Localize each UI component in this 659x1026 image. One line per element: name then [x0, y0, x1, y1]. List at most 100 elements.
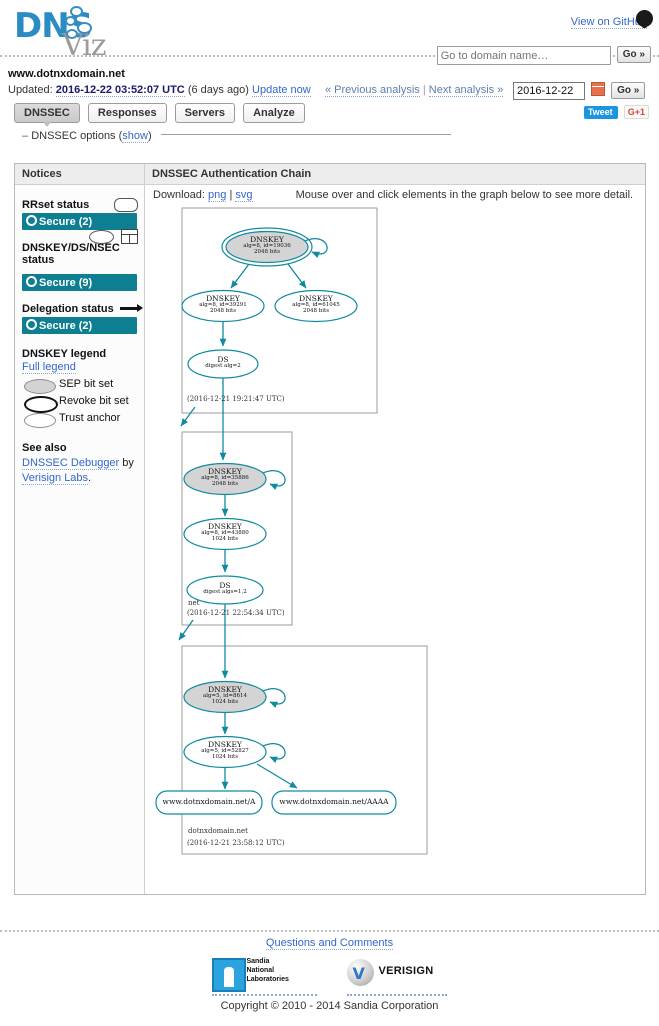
arrow-icon: [120, 304, 143, 312]
rrset-status-badge[interactable]: Secure (2): [22, 213, 137, 230]
main-panel: Notices RRset status Secure (2) DNSKEY/D…: [14, 163, 646, 895]
ellipse-icon: [89, 230, 114, 244]
sandia-logo-text: Sandia National Laboratories: [246, 958, 288, 984]
sandia-national-laboratories-logo[interactable]: Sandia National Laboratories: [212, 956, 318, 996]
trust-anchor-ellipse-icon: [24, 413, 56, 428]
download-row: Download: png | svg Mouse over and click…: [145, 185, 645, 202]
node-net-zsk: [183, 517, 267, 551]
tab-dnssec[interactable]: DNSSEC: [14, 103, 80, 127]
dnskey-status-badge[interactable]: Secure (9): [22, 274, 137, 291]
notices-sidebar: Notices RRset status Secure (2) DNSKEY/D…: [15, 164, 145, 894]
legend-item-revoke: Revoke bit set: [15, 394, 144, 413]
google-plus-button[interactable]: G+1: [623, 105, 649, 119]
footer-divider: [0, 930, 659, 932]
updated-timestamp[interactable]: 2016-12-22 03:52:07 UTC: [55, 84, 185, 97]
node-root-ds: [187, 349, 259, 379]
sandia-mark-icon: [212, 958, 247, 992]
tab-responses[interactable]: Responses: [87, 103, 167, 123]
search-go-button[interactable]: Go »: [616, 46, 651, 63]
dnssec-authentication-graph[interactable]: DNSKEY alg=8, id=19036 2048 bits DNSKEY …: [145, 194, 645, 894]
delegation-status-title: Delegation status: [15, 303, 144, 315]
legend-label-revoke: Revoke bit set: [59, 395, 129, 407]
chain-header: DNSSEC Authentication Chain: [145, 164, 645, 185]
edge-dnx-zsk-to-aaaa: [256, 763, 298, 789]
secure-dot-icon: [26, 215, 37, 226]
logo-bubble-icon: [66, 29, 78, 39]
node-root-ksk: [225, 230, 309, 264]
options-show-link[interactable]: show: [122, 130, 148, 143]
edge-net-ksk-self: [262, 470, 286, 490]
verisign-labs-link[interactable]: Verisign Labs: [22, 471, 89, 485]
delegation-status-badge[interactable]: Secure (2): [22, 317, 137, 334]
dnskey-status-value: Secure (9): [39, 277, 93, 289]
github-icon: [636, 10, 653, 28]
github-link-wrap[interactable]: View on GitHub: [570, 10, 653, 29]
revoke-ellipse-icon: [24, 396, 58, 413]
edge-dnx-zsk-self: [262, 743, 286, 763]
sep-ellipse-icon: [24, 379, 56, 394]
legend-label-sep: SEP bit set: [59, 378, 114, 390]
rrset-status-label: RRset status: [22, 199, 90, 211]
cluster-timestamp-dotnxdomain: (2016-12-21 23:58:12 UTC): [187, 839, 285, 847]
cluster-timestamp-net: (2016-12-21 22:54:34 UTC): [187, 609, 285, 617]
sandia-figure-icon: [224, 967, 235, 987]
verisign-v-icon: V: [352, 964, 365, 983]
cluster-box-net: [181, 431, 293, 626]
search-input[interactable]: [436, 46, 611, 65]
options-close: ): [147, 130, 152, 142]
previous-analysis-link[interactable]: « Previous analysis: [325, 84, 420, 97]
notices-header: Notices: [15, 164, 144, 185]
options-dash: –: [22, 130, 29, 142]
tweet-button[interactable]: Tweet: [583, 106, 618, 119]
download-png-link[interactable]: png: [208, 189, 227, 202]
logo-bubble-icon: [70, 6, 83, 17]
full-legend-link[interactable]: Full legend: [22, 361, 76, 374]
edge-dnx-ksk-self: [262, 688, 286, 708]
graph-hint-text: Mouse over and click elements in the gra…: [295, 189, 634, 201]
record-icon: [121, 229, 138, 244]
footer-logos: Sandia National Laboratories V VERISIGN: [0, 956, 659, 996]
legend-label-trust-anchor: Trust anchor: [59, 412, 121, 424]
analysis-date-input[interactable]: [513, 82, 585, 100]
dnskey-status-label: DNSKEY/DS/NSEC status: [22, 242, 120, 266]
node-net-ksk: [183, 462, 267, 496]
update-now-link[interactable]: Update now: [252, 84, 311, 97]
updated-ago: (6 days ago): [187, 84, 249, 96]
edge-delegation-net-to-dnx: [178, 619, 194, 641]
cluster-label-net: net: [188, 599, 200, 607]
trust-anchor-outer-ring: [221, 227, 313, 267]
legend-item-trust-anchor: Trust anchor: [15, 411, 144, 428]
node-root-zsk2: [274, 289, 358, 323]
node-rrset-aaaa: [271, 790, 397, 815]
secure-dot-icon: [26, 276, 37, 287]
next-analysis-link[interactable]: Next analysis »: [428, 84, 504, 97]
delegation-status-label: Delegation status: [22, 303, 114, 315]
logo-bubble-icon: [65, 16, 76, 26]
page-title: www.dotnxdomain.net: [8, 68, 125, 80]
verisign-mark-icon: V: [346, 959, 374, 986]
tab-servers[interactable]: Servers: [174, 103, 236, 123]
legend-item-sep: SEP bit set: [15, 377, 144, 394]
download-svg-link[interactable]: svg: [235, 189, 253, 202]
download-label: Download:: [153, 189, 205, 201]
tab-analyze[interactable]: Analyze: [243, 103, 305, 123]
logo-bubble-icon: [77, 22, 92, 34]
site-logo[interactable]: DNS Viz: [8, 2, 136, 63]
see-also-period: .: [88, 471, 92, 484]
dnssec-debugger-link[interactable]: DNSSEC Debugger: [22, 457, 120, 470]
rrset-status-title: RRset status: [15, 198, 144, 212]
domain-search-form[interactable]: Go »: [436, 46, 651, 65]
questions-row: Questions and Comments: [0, 937, 659, 950]
analysis-date-form[interactable]: Go »: [513, 82, 646, 100]
questions-and-comments-link[interactable]: Questions and Comments: [265, 937, 394, 950]
analysis-nav: « Previous analysis | Next analysis »: [325, 84, 504, 97]
header-divider: [0, 55, 659, 57]
verisign-logo-text: VERISIGN: [378, 965, 434, 977]
dnssec-options-row: – DNSSEC options (show): [22, 130, 482, 143]
chain-section: DNSSEC Authentication Chain Download: pn…: [145, 164, 645, 894]
see-also-title: See also: [22, 442, 67, 454]
view-on-github-link[interactable]: View on GitHub: [570, 16, 647, 29]
date-go-button[interactable]: Go »: [611, 82, 646, 99]
calendar-icon[interactable]: [591, 82, 606, 96]
verisign-logo[interactable]: V VERISIGN: [346, 956, 447, 996]
